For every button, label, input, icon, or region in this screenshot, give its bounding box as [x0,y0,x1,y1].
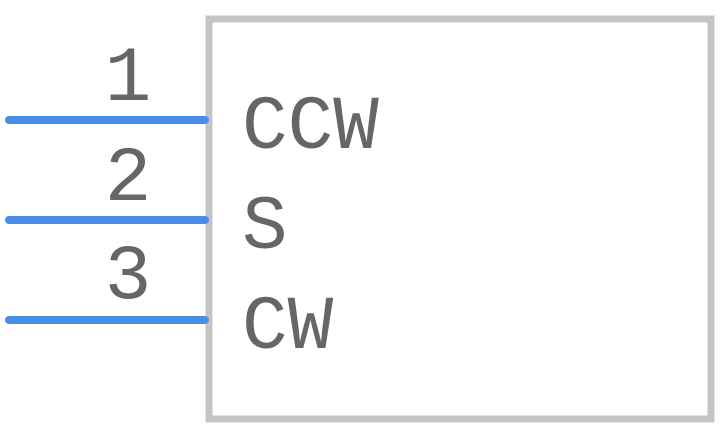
pin-2-number: 2 [105,136,152,224]
component-body [205,15,715,423]
pin-3: 3 CW [5,234,334,371]
pin-1-number: 1 [105,36,152,124]
pin-3-name: CW [242,285,334,371]
pin-2-name: S [242,185,288,271]
pin-1: 1 CCW [5,36,379,171]
pin-1-name: CCW [242,85,379,171]
pin-2: 2 S [5,136,288,271]
pin-3-number: 3 [105,234,152,322]
